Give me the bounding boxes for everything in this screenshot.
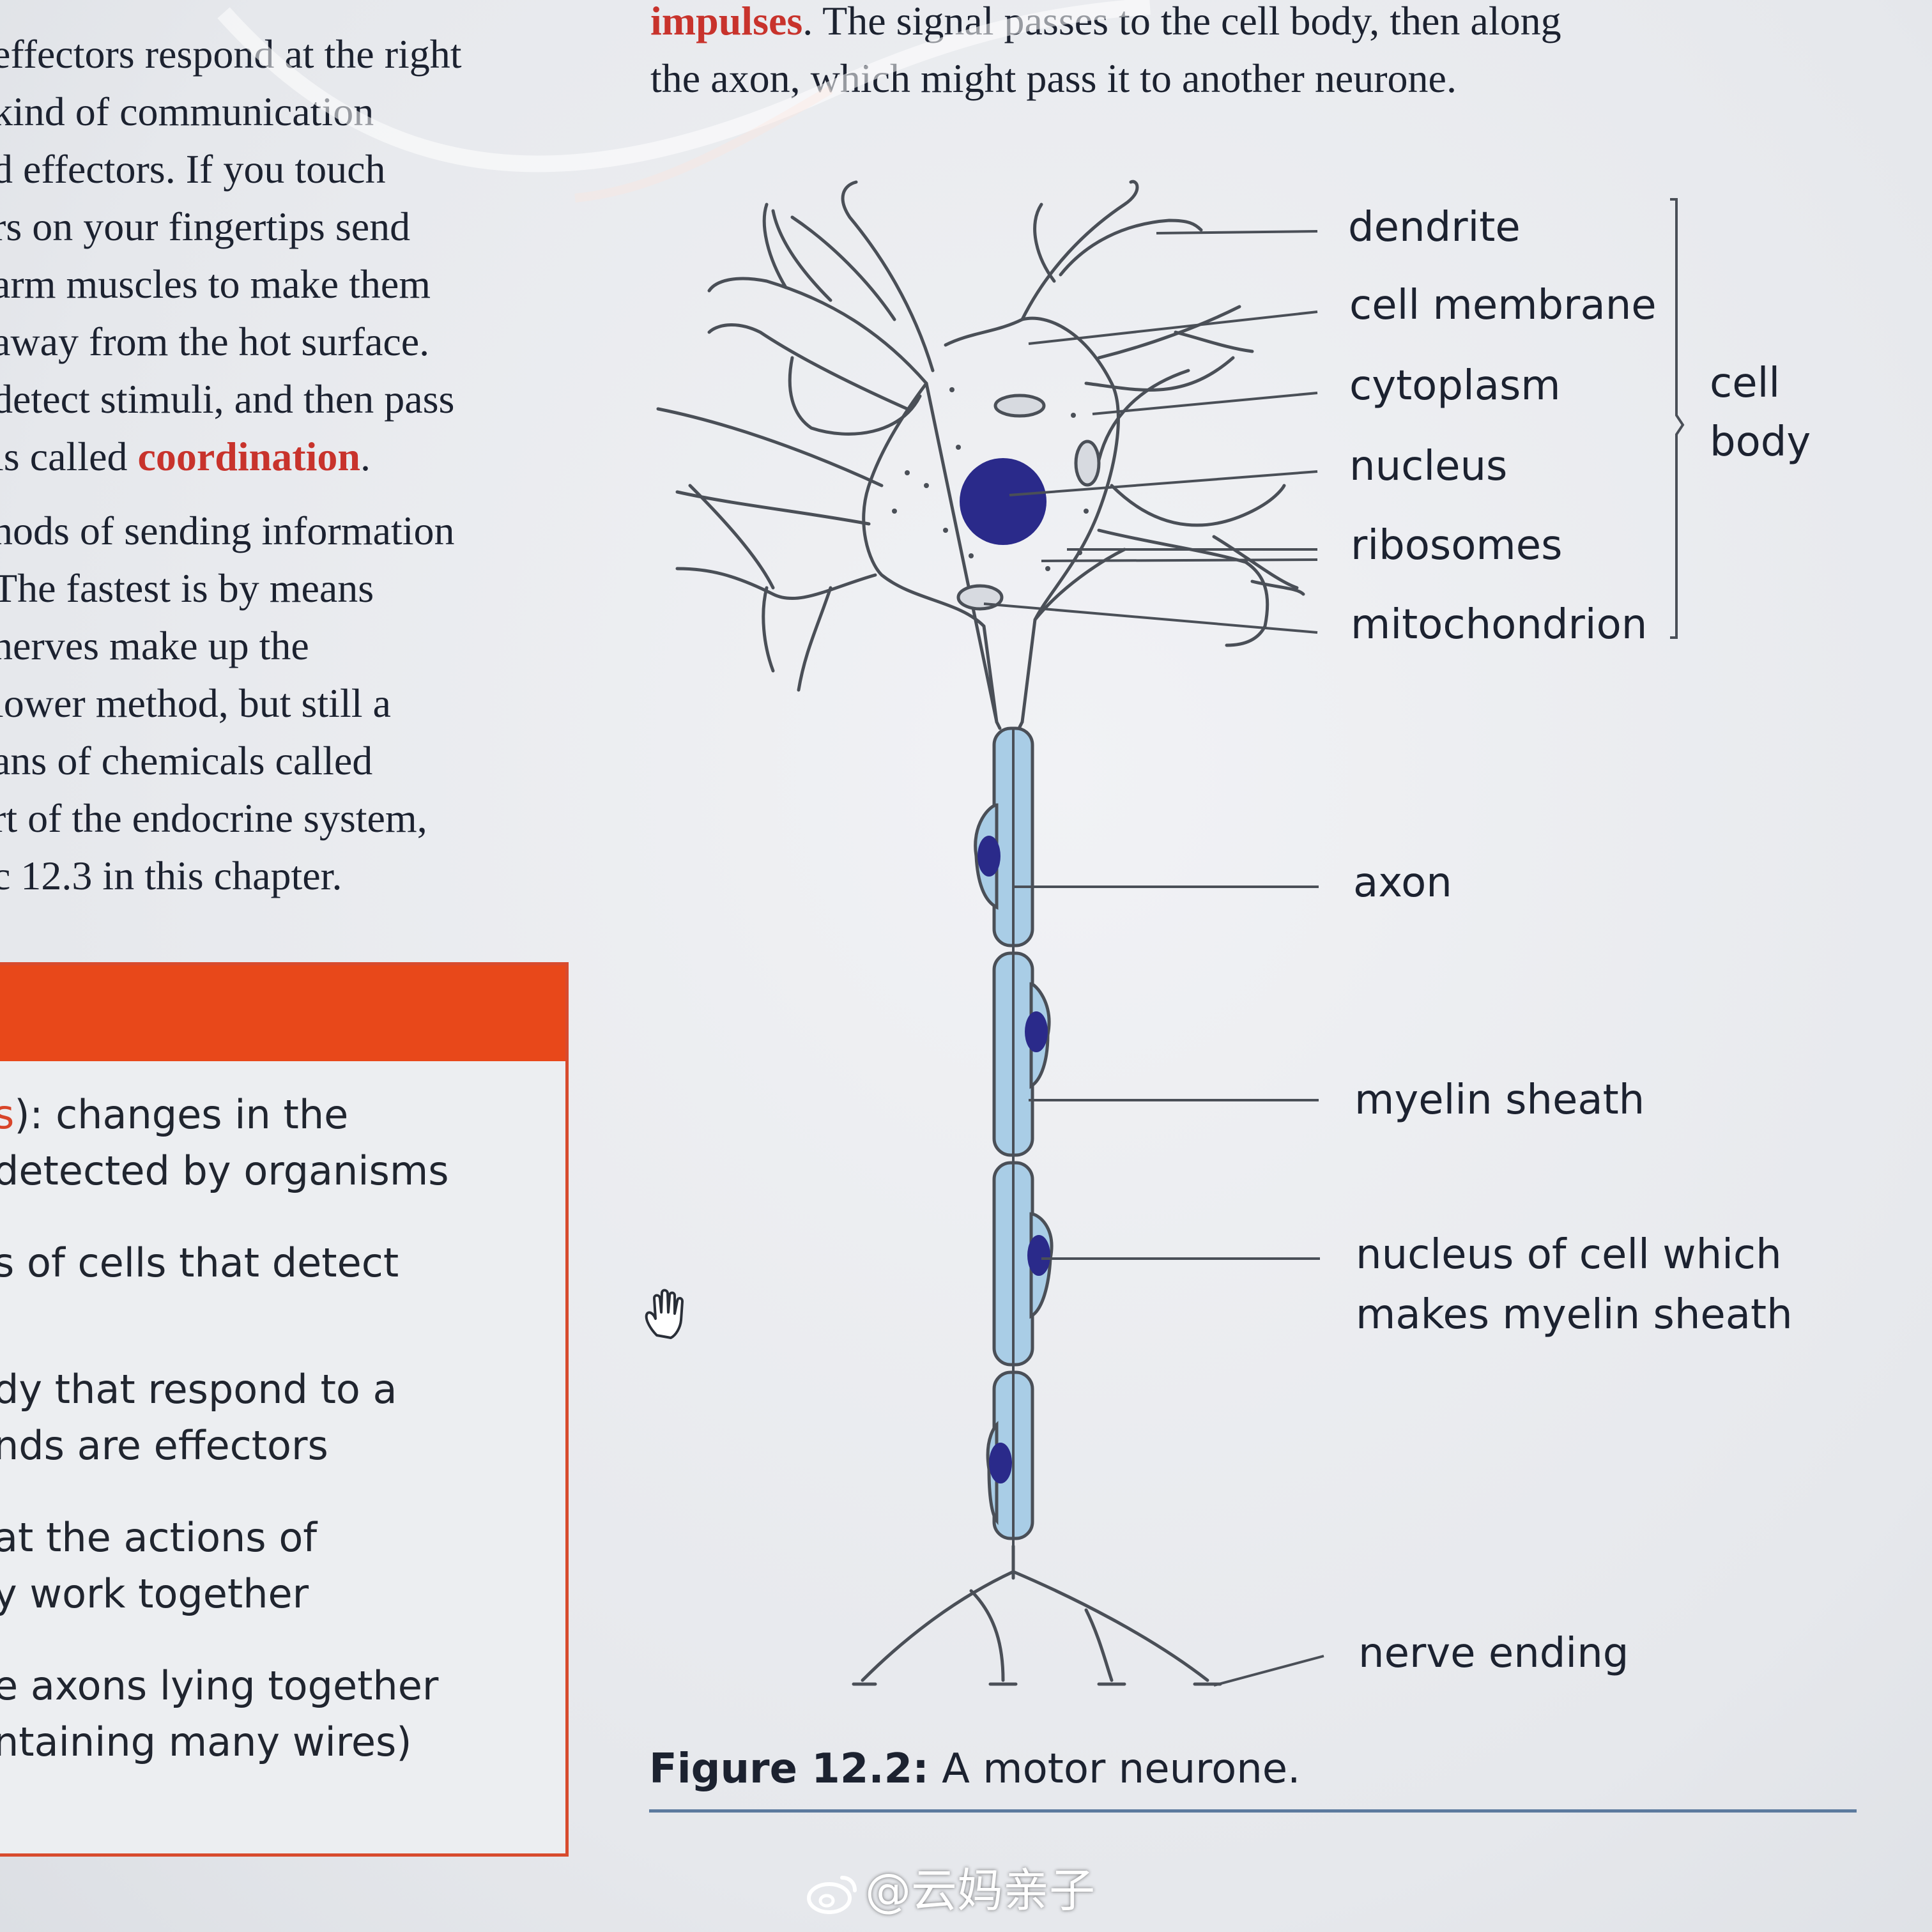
left-line-text: is called: [0, 434, 138, 479]
figure-title: A motor neurone.: [928, 1745, 1301, 1793]
label-nucleus: nucleus: [1349, 443, 1508, 490]
figure-caption: Figure 12.2: A motor neurone.: [649, 1745, 1301, 1793]
label-mitochondrion: mitochondrion: [1351, 601, 1648, 648]
key-words-box: s): changes in the detected by organisms…: [0, 962, 569, 1857]
label-dendrite: dendrite: [1348, 204, 1521, 251]
left-line-coordination: is called coordination.: [0, 428, 555, 486]
left-line: ans of chemicals called: [0, 738, 373, 783]
key-line: s): changes in the: [0, 1087, 565, 1143]
left-line: nerves make up the: [0, 623, 309, 668]
key-line: nds are effectors: [0, 1422, 328, 1469]
schwann-nucleus: [989, 1443, 1012, 1483]
key-line: at the actions of: [0, 1514, 318, 1561]
left-line: rt of the endocrine system,: [0, 795, 427, 841]
left-line: arm muscles to make them: [0, 261, 431, 307]
label-cytoplasm: cytoplasm: [1349, 362, 1561, 410]
key-line: ntaining many wires): [0, 1719, 412, 1765]
left-line: away from the hot surface.: [0, 319, 430, 364]
left-line-tail: .: [360, 434, 371, 479]
axon: [974, 726, 1054, 1546]
left-line: detect stimuli, and then pass: [0, 376, 455, 422]
key-words-body: s): changes in the detected by organisms…: [0, 1087, 565, 1770]
cell-nucleus: [960, 458, 1046, 545]
weibo-logo-icon: [807, 1876, 857, 1915]
label-schwann-nucleus-2: makes myelin sheath: [1356, 1291, 1793, 1338]
left-line: c 12.3 in this chapter.: [0, 853, 342, 898]
key-line: dy that respond to a: [0, 1366, 397, 1413]
label-cell-body-2: body: [1710, 418, 1811, 466]
left-line: rs on your fingertips send: [0, 204, 411, 249]
label-ribosomes: ribosomes: [1351, 522, 1563, 569]
hand-cursor-icon: [645, 1289, 684, 1339]
label-nerve-ending: nerve ending: [1358, 1630, 1629, 1677]
key-line-tail: ): changes in the: [14, 1091, 349, 1138]
left-line: The fastest is by means: [0, 565, 374, 611]
leader-lines: [983, 198, 1685, 1687]
dendrites: [656, 180, 1305, 730]
schwann-nucleus: [1025, 1011, 1048, 1052]
key-words-header: [0, 965, 565, 1061]
key-line: s of cells that detect: [0, 1239, 399, 1286]
keyword-coordination: coordination: [137, 434, 360, 479]
figure-number: Figure 12.2:: [649, 1745, 929, 1793]
key-term-fragment: s: [0, 1091, 15, 1138]
caption-rule: [649, 1809, 1857, 1813]
label-axon: axon: [1353, 859, 1452, 907]
key-line: detected by organisms: [0, 1147, 449, 1194]
nerve-ending-branches: [852, 1544, 1222, 1686]
schwann-nucleus: [1027, 1235, 1050, 1276]
watermark: @云妈亲子: [805, 1853, 1095, 1920]
label-cell-body-1: cell: [1710, 360, 1781, 407]
mitochondrion: [1074, 440, 1101, 487]
key-line: e axons lying together: [0, 1662, 439, 1709]
left-line: nods of sending information: [0, 508, 455, 553]
label-schwann-nucleus-1: nucleus of cell which: [1356, 1231, 1782, 1278]
mitochondrion: [993, 394, 1046, 418]
label-cell-membrane: cell membrane: [1349, 282, 1657, 329]
organelles: [892, 387, 1101, 611]
schwann-nucleus: [977, 836, 1000, 877]
key-line: y work together: [0, 1570, 309, 1617]
watermark-text: @云妈亲子: [865, 1864, 1096, 1917]
ribosome-dots: [892, 387, 1089, 571]
left-line: lower method, but still a: [0, 680, 391, 726]
label-myelin-sheath: myelin sheath: [1354, 1077, 1645, 1124]
